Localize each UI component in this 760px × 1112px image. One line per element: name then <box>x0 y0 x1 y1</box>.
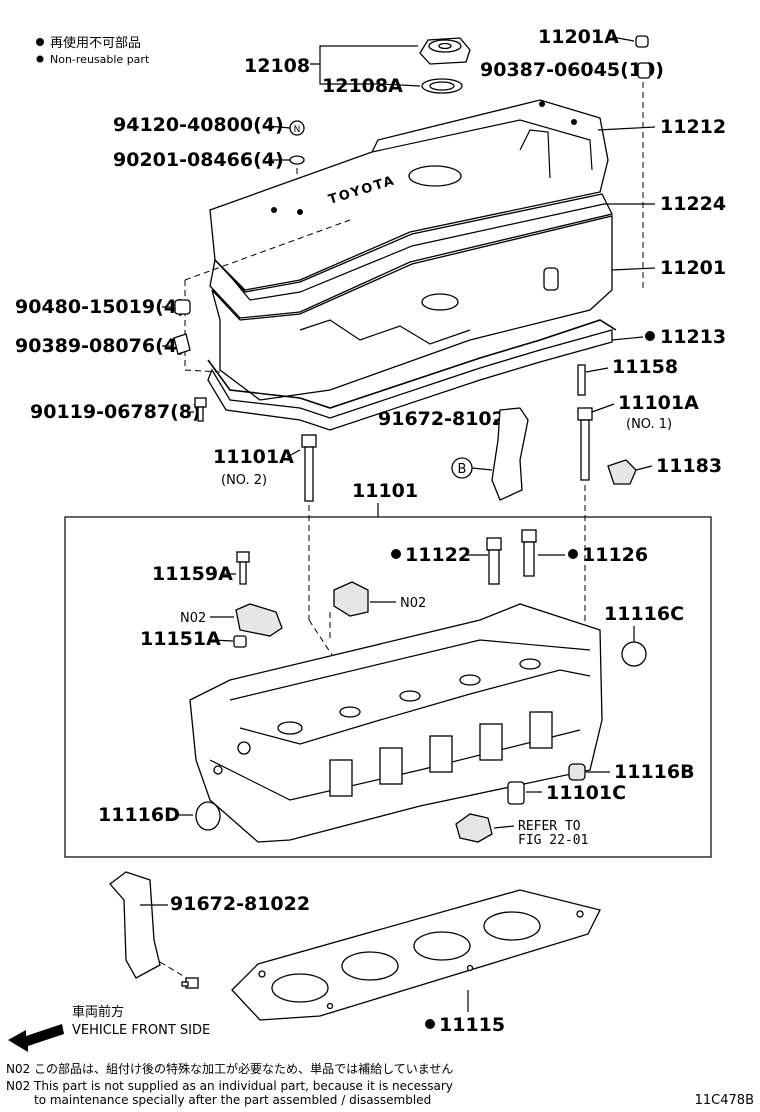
part-number-11116C: 11116C <box>604 603 684 625</box>
cylinder-head-gasket-icon <box>231 889 601 1021</box>
refer-line-2: FIG 22-01 <box>518 833 588 848</box>
b-mark: B <box>458 462 467 477</box>
part-number-11101C: 11101C <box>546 782 626 804</box>
part-number-11213: 11213 <box>660 326 726 348</box>
non-reusable-bullet-icon <box>425 1019 435 1029</box>
non-reusable-bullet-icon <box>645 331 655 341</box>
seal-washer-icon <box>635 35 649 48</box>
oil-filler-cap-icon <box>419 37 471 65</box>
engine-hanger-bracket-icon <box>491 407 529 501</box>
bushing-icon <box>637 62 651 79</box>
part-number-11201A: 11201A <box>538 26 619 48</box>
bearing-cap-n02-icon <box>235 603 283 637</box>
part-number-90119-06787: 90119-06787(8) <box>30 401 201 423</box>
n02-label-a: N02 <box>180 611 206 626</box>
n02-label-b: N02 <box>400 596 426 611</box>
exhaust-valve-guide-icon <box>521 529 537 577</box>
part-number-11159A: 11159A <box>152 563 233 585</box>
direction-en: VEHICLE FRONT SIDE <box>72 1023 210 1038</box>
ring-dowel-icon <box>507 781 525 805</box>
part-number-11201: 11201 <box>660 257 726 279</box>
part-number-91672-81022-bottom: 91672-81022 <box>170 893 310 915</box>
part-number-12108A: 12108A <box>322 75 403 97</box>
expansion-plug-b-icon <box>568 763 586 781</box>
cylinder-head-icon <box>189 603 603 843</box>
part-number-90389-08076: 90389-08076(4) <box>15 335 186 357</box>
non-reusable-bullet-icon <box>568 549 578 559</box>
part-number-11122: 11122 <box>405 544 471 566</box>
note-en-line-2: to maintenance specially after the part … <box>34 1093 431 1107</box>
cap-gasket-icon <box>421 78 463 94</box>
part-number-11115: 11115 <box>439 1014 505 1036</box>
legend-jp: 再使用不可部品 <box>50 35 141 51</box>
refer-line-1: REFER TO <box>518 819 581 834</box>
nut-icon <box>289 120 305 136</box>
figure-id: 11C478B <box>695 1093 754 1108</box>
part-number-91672-81022-top: 91672-81022 <box>378 408 518 430</box>
head-bolt-no1-icon <box>577 407 593 481</box>
part-number-11116D: 11116D <box>98 804 180 826</box>
part-number-11224: 11224 <box>660 193 726 215</box>
head-bolt-no2-icon <box>301 434 317 502</box>
direction-jp: 車両前方 <box>72 1004 124 1020</box>
nut-marking: N <box>294 125 301 135</box>
cylinder-head-group-frame <box>64 516 712 858</box>
washer-icon <box>289 155 305 165</box>
part-number-94120-40800: 94120-40800(4) <box>113 114 284 136</box>
legend-bullet-icon <box>36 55 44 63</box>
bolt-icon <box>194 397 207 422</box>
sensor-plug-icon <box>455 813 493 843</box>
bracket-bolt-icon <box>181 977 199 989</box>
bearing-cap-pin-icon <box>233 635 247 648</box>
legend-bullet-icon <box>36 38 44 46</box>
part-number-11158: 11158 <box>612 356 678 378</box>
cam-bearing-cap-icon <box>607 459 637 485</box>
bolt-note-no1: (NO. 1) <box>626 417 672 432</box>
part-number-90201-08466: 90201-08466(4) <box>113 149 284 171</box>
part-number-90387-06045: 90387-06045(10) <box>480 59 664 81</box>
note-en-line-1: N02 This part is not supplied as an indi… <box>6 1079 453 1093</box>
part-number-11116B: 11116B <box>614 761 695 783</box>
part-number-11101: 11101 <box>352 480 418 502</box>
engine-hanger-bracket-bottom-icon <box>109 871 161 979</box>
expansion-plug-c-icon <box>621 641 647 667</box>
legend-en: Non-reusable part <box>50 53 150 66</box>
note-jp: N02 この部品は、組付け後の特殊な加工が必要なため、単品では補給していません <box>6 1061 453 1076</box>
intake-valve-guide-icon <box>486 537 502 585</box>
part-number-11101A-no1: 11101A <box>618 392 699 414</box>
part-number-11151A: 11151A <box>140 628 221 650</box>
cap-bolt-icon <box>236 551 250 585</box>
bolt-note-no2: (NO. 2) <box>221 473 267 488</box>
stud-icon <box>577 364 586 396</box>
part-number-11212: 11212 <box>660 116 726 138</box>
part-number-12108: 12108 <box>244 55 310 77</box>
insulator-icon <box>173 333 191 355</box>
part-number-11183: 11183 <box>656 455 722 477</box>
part-number-90480-15019: 90480-15019(4) <box>15 296 186 318</box>
cylinder-head-cover-assembly-icon: TOYOTA <box>207 99 617 431</box>
non-reusable-bullet-icon <box>391 549 401 559</box>
part-number-11126: 11126 <box>582 544 648 566</box>
grommet-icon <box>174 299 191 315</box>
bearing-cap-n02-b-icon <box>333 581 369 617</box>
part-number-11101A-no2: 11101A <box>213 446 294 468</box>
vehicle-front-arrow-icon <box>8 1024 64 1052</box>
expansion-plug-d-icon <box>195 801 221 831</box>
